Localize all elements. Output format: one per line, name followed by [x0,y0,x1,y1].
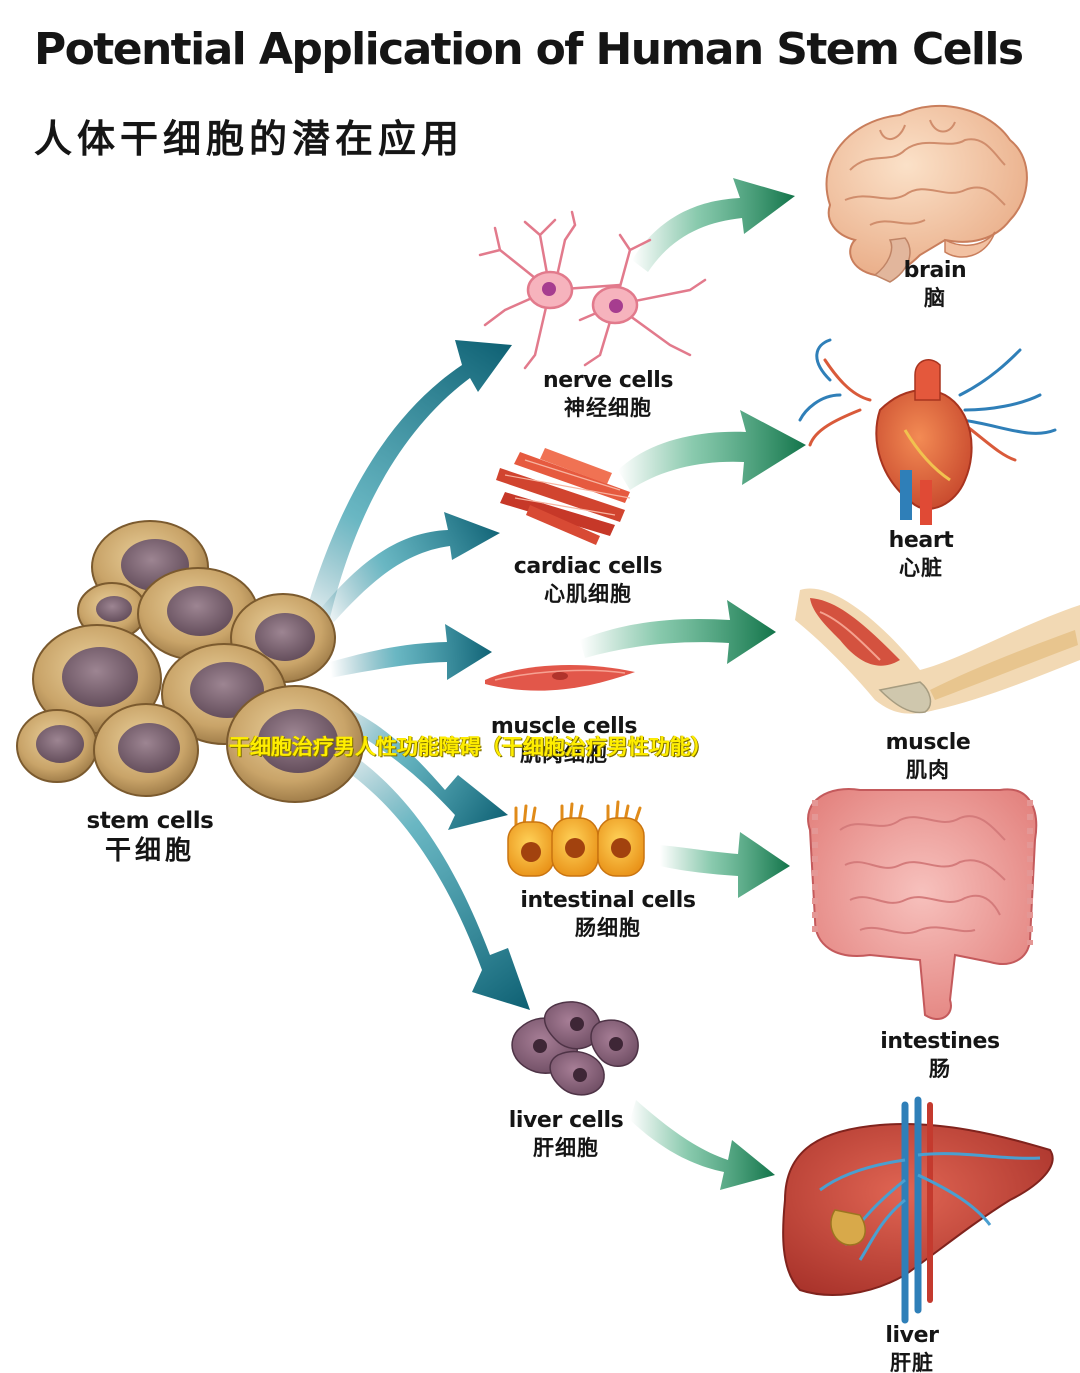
muscle-cells-label-en: muscle cells [490,714,638,739]
stem-cells-label: stem cells 干细胞 [87,808,214,867]
arrow-to-nerve-cells [298,340,512,640]
arm-muscle-icon [795,588,1080,714]
intestinal-cells-label-zh: 肠细胞 [575,916,641,941]
heart-label-en: heart [888,528,954,553]
liver-cells-label-en: liver cells [508,1108,624,1133]
nerve-cells-label: nerve cells 神经细胞 [543,368,673,420]
brain-label-en: brain [903,258,967,283]
intestinal-cells-label-en: intestinal cells [520,888,696,913]
intestinal-cells-icon [507,800,645,877]
muscle-label-en: muscle [885,730,971,755]
brain-label: brain 脑 [904,258,967,310]
arrow-to-intestines [660,832,790,898]
brain-label-zh: 脑 [924,286,946,311]
nerve-cells-label-zh: 神经细胞 [564,396,652,421]
arrow-to-cardiac-cells [318,512,500,622]
cardiac-cells-icon [496,448,631,545]
page-title: Potential Application of Human Stem Cell… [34,24,1024,75]
arrow-to-intestinal-cells [330,700,508,830]
liver-cells-label: liver cells 肝细胞 [509,1108,624,1160]
nerve-cells-label-en: nerve cells [542,368,674,393]
stem-cells-icon [16,520,364,803]
arrow-to-liver [630,1100,775,1190]
intestines-label-zh: 肠 [928,1057,951,1082]
liver-label-zh: 肝脏 [889,1351,934,1373]
muscle-cells-icon [485,665,635,691]
muscle-label-zh: 肌肉 [905,758,950,783]
cardiac-cells-label-en: cardiac cells [513,554,663,579]
cardiac-cells-label: cardiac cells 心肌细胞 [514,554,663,606]
intestines-icon [807,788,1038,1020]
liver-label-en: liver [885,1323,939,1348]
heart-label-zh: 心脏 [898,556,943,581]
liver-cells-label-zh: 肝细胞 [533,1136,599,1161]
cardiac-cells-label-zh: 心肌细胞 [543,582,632,607]
page-subtitle: 人体干细胞的潜在应用 [34,117,465,161]
muscle-cells-label-zh: 肌肉细胞 [520,742,608,767]
arrow-to-muscle-cells [330,624,492,680]
muscle-label: muscle 肌肉 [886,730,971,782]
nerve-cells-icon [478,210,707,370]
arrow-to-heart [618,410,806,490]
liver-icon [782,1096,1054,1324]
stem-cells-label-en: stem cells [86,808,214,834]
liver-label: liver 肝脏 [885,1323,939,1373]
heart-icon [798,338,1057,525]
overlay-caption: 干细胞治疗男人性功能障碍（干细胞治疗男性功能） [229,735,712,759]
arrow-to-muscle [580,600,776,664]
muscle-cells-label: muscle cells 肌肉细胞 [490,714,638,767]
brain-icon [825,104,1028,283]
liver-cells-icon [511,1001,639,1096]
intestines-label-en: intestines [880,1029,1000,1054]
intestines-label: intestines 肠 [880,1029,1000,1082]
arrow-to-brain [632,178,795,272]
intestinal-cells-label: intestinal cells 肠细胞 [520,888,696,941]
arrow-to-liver-cells [330,740,530,1010]
stem-cells-label-zh: 干细胞 [104,836,196,867]
heart-label: heart 心脏 [889,528,954,580]
